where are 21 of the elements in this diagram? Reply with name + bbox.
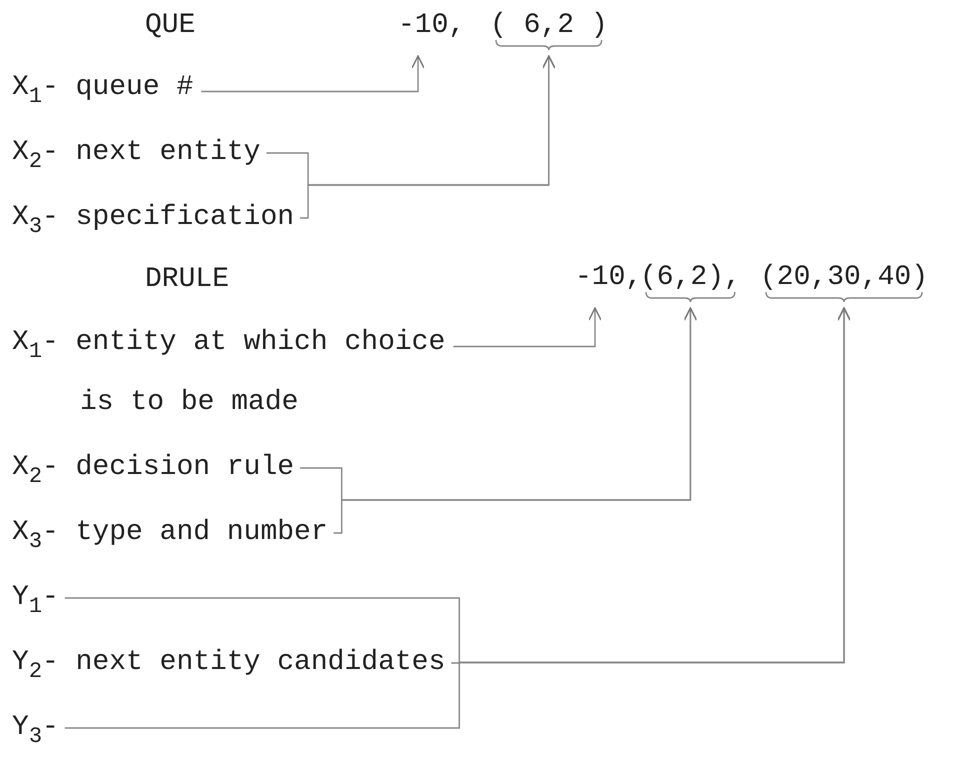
field-description: Y$_{2}$- next entity candidates bbox=[12, 645, 454, 681]
code-value: ( 6,2 ) bbox=[490, 8, 608, 56]
section-heading: DRULE bbox=[145, 263, 230, 297]
code-value: -10, bbox=[398, 8, 466, 56]
leader-arrow bbox=[300, 55, 556, 219]
code-value: (20,30,40) bbox=[760, 260, 928, 308]
field-description: X$_{2}$- decision rule bbox=[12, 450, 336, 486]
code-value: (6,2), bbox=[640, 260, 741, 308]
code-value: -10, bbox=[575, 260, 642, 308]
field-description: X$_{1}$- entity at which choice is to be made bbox=[12, 313, 490, 433]
leader-arrow bbox=[453, 307, 602, 348]
field-description: X$_{2}$- next entity bbox=[12, 135, 302, 171]
field-description: Y$_{1}$- bbox=[12, 580, 454, 616]
leader-arrow bbox=[201, 55, 425, 92]
field-description: Y$_{3}$- bbox=[12, 710, 454, 746]
leader-arrow bbox=[64, 307, 851, 729]
field-description: X$_{1}$- queue # bbox=[12, 70, 194, 106]
section-heading: QUE bbox=[145, 9, 196, 43]
field-description: X$_{3}$- specification bbox=[12, 200, 302, 236]
field-description: X$_{3}$- type and number bbox=[12, 515, 336, 551]
leader-arrow bbox=[334, 307, 698, 534]
